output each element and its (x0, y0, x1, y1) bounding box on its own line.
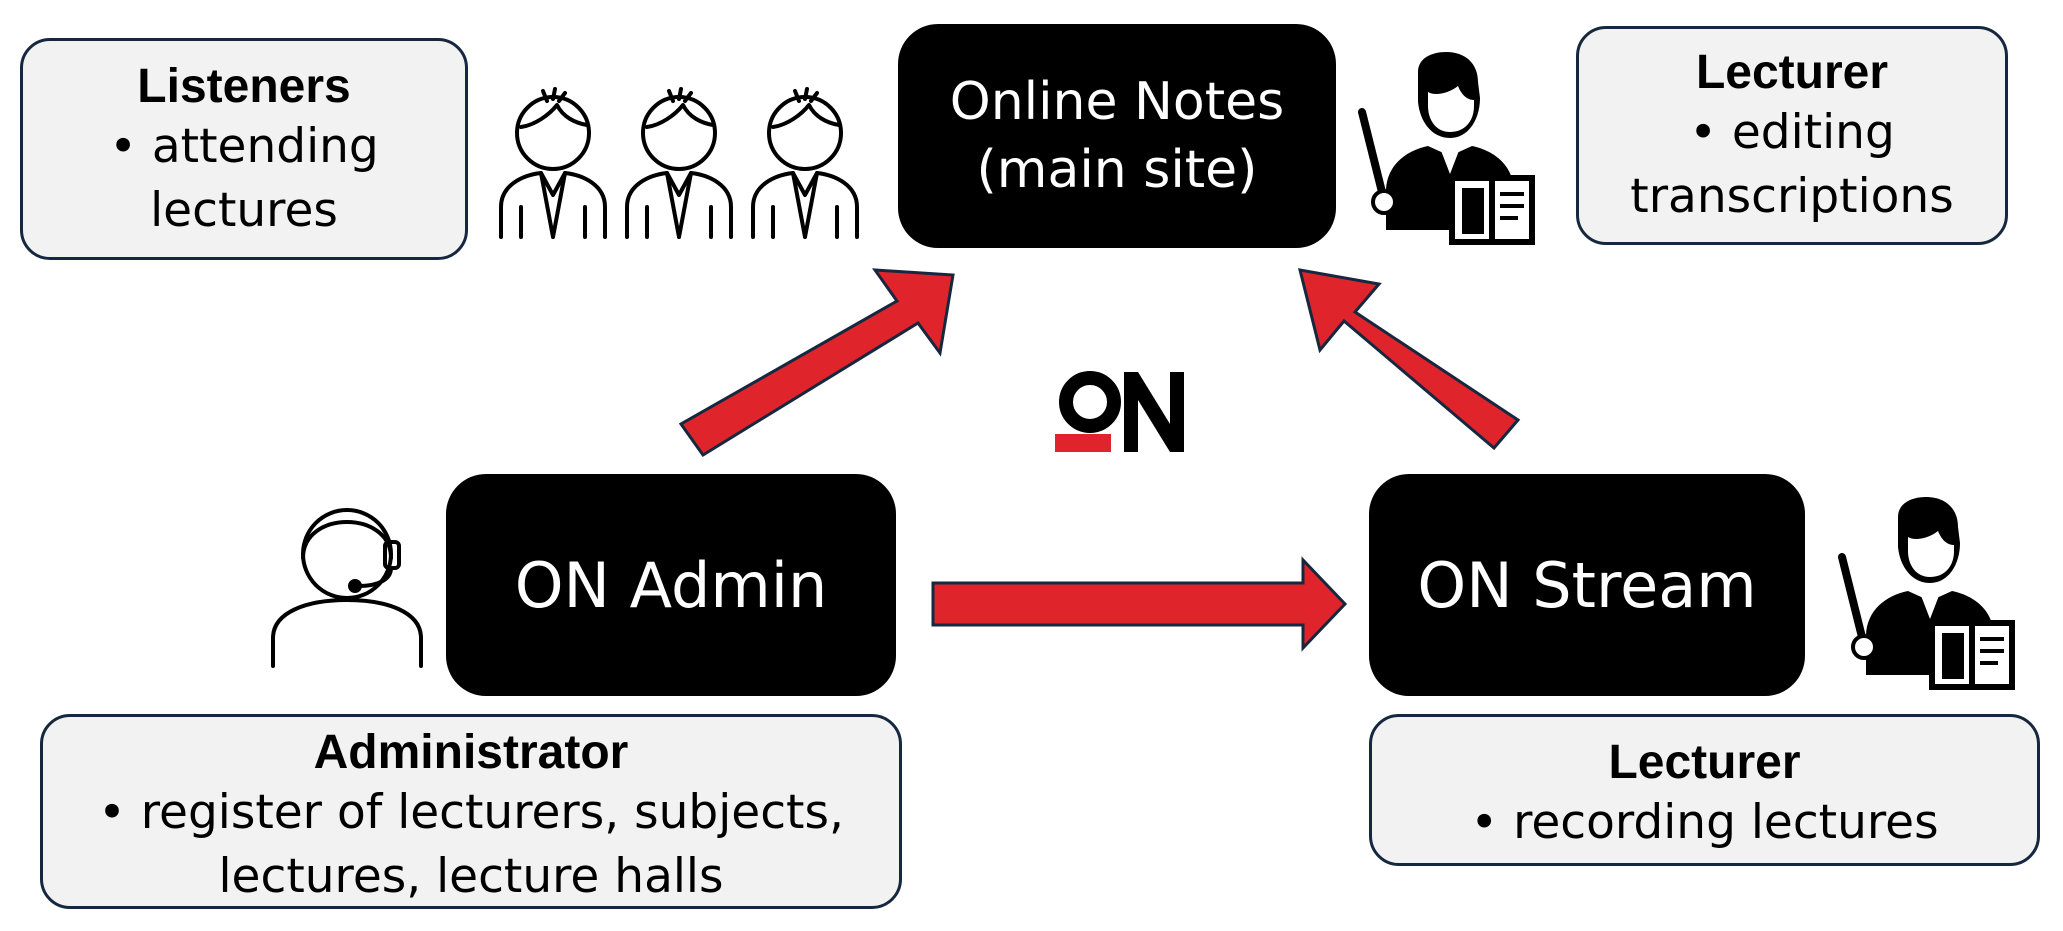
lecturer-with-pointer-and-book-icon (1838, 497, 2015, 690)
lecturer-bottom-title: Lecturer (1608, 736, 1801, 789)
lecturer-top-line-1: • editing (1689, 105, 1895, 160)
arrow-stream-to-main (1297, 268, 1521, 451)
administrator-title: Administrator (313, 726, 629, 779)
support-headset-icon (271, 508, 423, 668)
listeners-line-1: • attending (109, 119, 379, 174)
on-stream-label: ON Stream (1417, 548, 1757, 622)
online-notes-box: Online Notes (main site) (898, 24, 1336, 248)
person-icon (751, 87, 859, 239)
listeners-box: Listeners • attending lectures (20, 38, 468, 260)
lecturer-bottom-box: Lecturer • recording lectures (1369, 714, 2040, 866)
online-notes-line-1: Online Notes (949, 72, 1285, 132)
lecturer-top-line-2: transcriptions (1630, 169, 1954, 224)
person-icon (499, 87, 607, 239)
lecturer-top-box: Lecturer • editing transcriptions (1576, 26, 2008, 245)
lecturer-bottom-line-1: • recording lectures (1470, 795, 1939, 850)
online-notes-line-2: (main site) (976, 140, 1258, 200)
on-stream-box: ON Stream (1369, 474, 1805, 696)
listeners-line-2: lectures (150, 183, 338, 238)
administrator-line-1: • register of lecturers, subjects, (98, 785, 844, 840)
administrator-line-2: lectures, lecture halls (218, 849, 724, 904)
administrator-box: Administrator • register of lecturers, s… (40, 714, 902, 909)
on-admin-box: ON Admin (446, 474, 896, 696)
person-icon (625, 87, 733, 239)
on-admin-label: ON Admin (514, 548, 828, 622)
on-logo: ON (1055, 371, 1184, 452)
listeners-title: Listeners (137, 60, 351, 113)
lecturer-with-pointer-and-book-icon (1358, 52, 1535, 245)
lecturer-top-title: Lecturer (1695, 46, 1889, 99)
arrow-admin-to-main (678, 268, 955, 458)
arrow-admin-to-stream (931, 556, 1348, 652)
